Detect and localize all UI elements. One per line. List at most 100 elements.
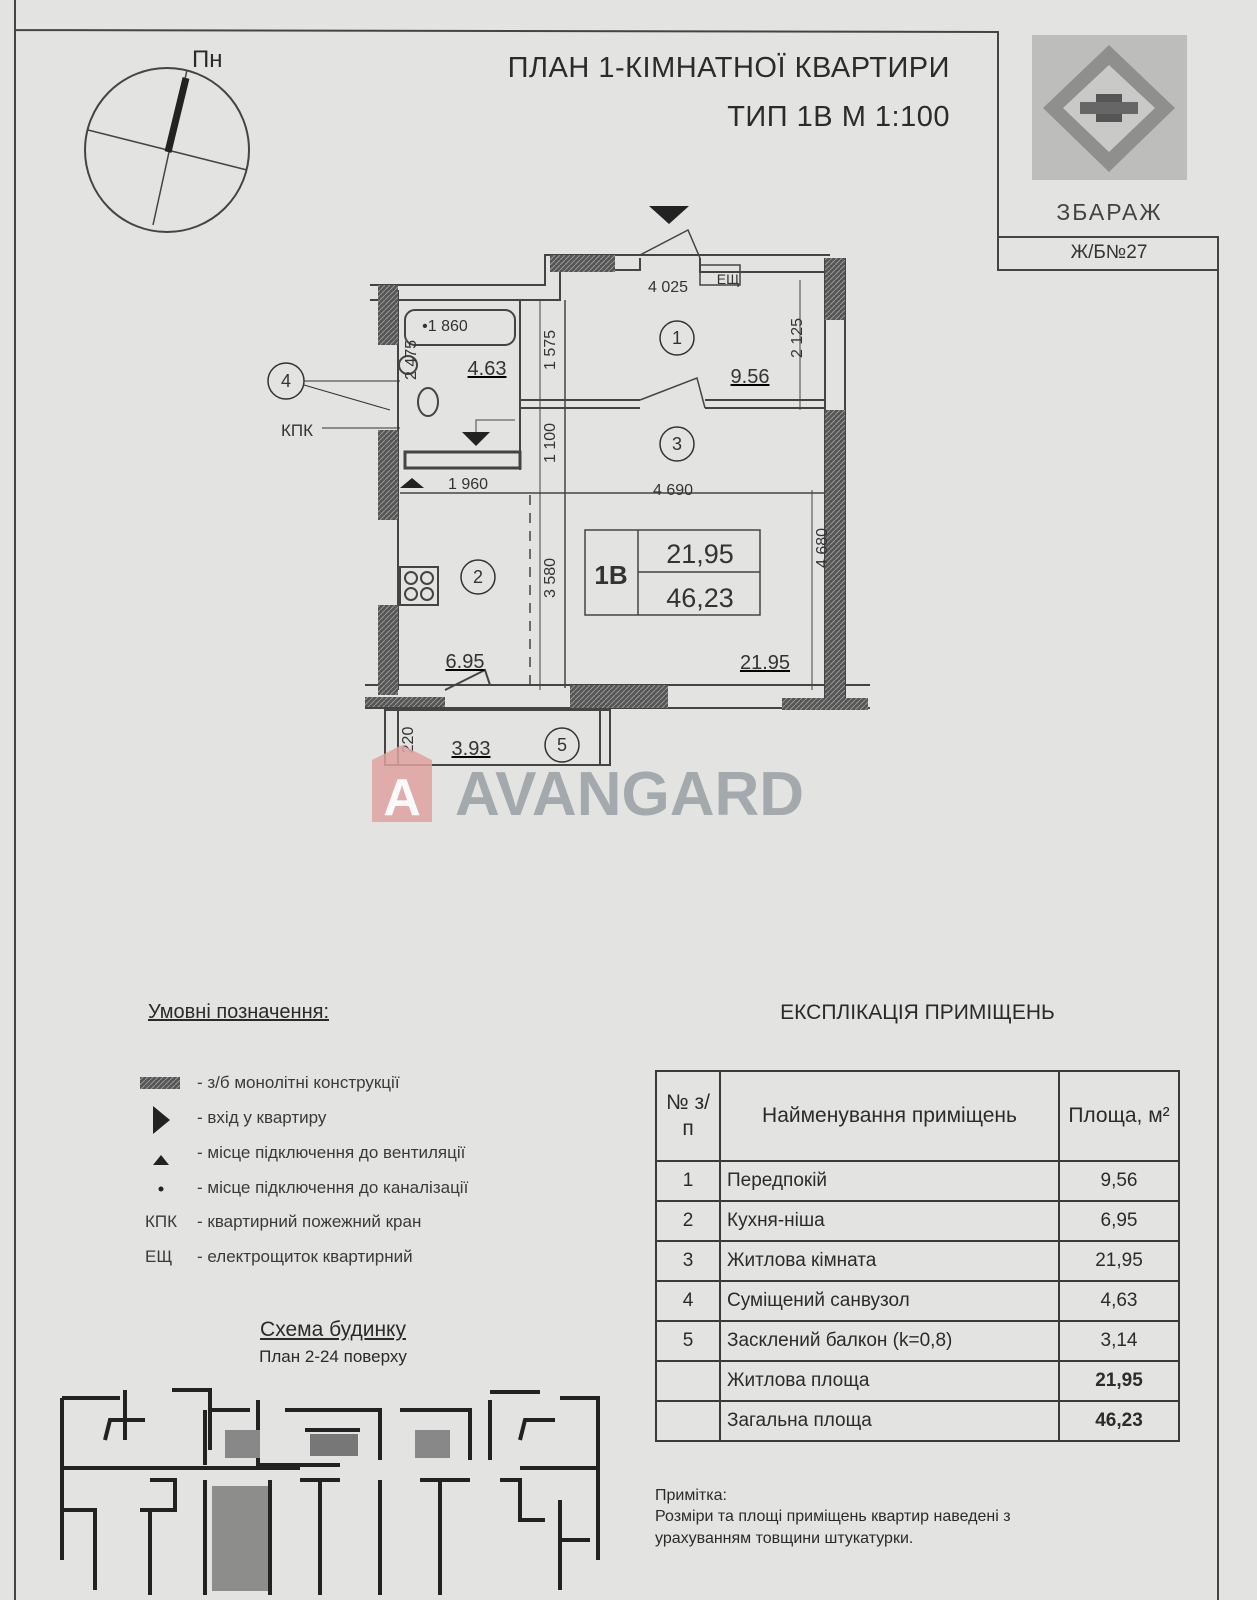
entrance-door-swing bbox=[639, 228, 701, 259]
dimension-1575: 1 575 bbox=[542, 330, 559, 370]
legend-item: - з/б монолітні конструкції bbox=[197, 1073, 400, 1092]
row-area: 21,95 bbox=[1058, 1240, 1180, 1282]
apartment-type: 1В bbox=[594, 560, 627, 590]
legend-item: - місце підключення до вентиляції bbox=[197, 1143, 466, 1162]
table-header-row: № з/п Найменування приміщень Площа, м² bbox=[655, 1070, 1180, 1162]
room-3-area: 21.95 bbox=[740, 652, 790, 674]
row-num: 4 bbox=[655, 1280, 721, 1322]
row-name: Передпокій bbox=[719, 1160, 1060, 1202]
bathtub-icon bbox=[404, 309, 516, 346]
ventilation-triangle-icon bbox=[462, 432, 490, 446]
room-number-5: 5 bbox=[557, 735, 567, 755]
sink-icon bbox=[398, 355, 418, 375]
row-num-empty bbox=[655, 1360, 721, 1402]
room-number-4: 4 bbox=[281, 371, 291, 391]
room-number-3: 3 bbox=[672, 434, 682, 454]
room-number-1: 1 bbox=[672, 328, 682, 348]
apartment-total-area: 46,23 bbox=[666, 583, 734, 613]
explication-title: ЕКСПЛІКАЦІЯ ПРИМІЩЕНЬ bbox=[780, 1001, 1055, 1024]
header-num: № з/п bbox=[655, 1070, 721, 1162]
legend-item: - квартирний пожежний кран bbox=[197, 1212, 422, 1231]
row-name: Суміщений санвузол bbox=[719, 1280, 1060, 1322]
row-name: Засклений балкон (k=0,8) bbox=[719, 1320, 1060, 1362]
legend-item: - електрощиток квартирний bbox=[197, 1247, 413, 1266]
note-line: Розміри та площі приміщень квартир навед… bbox=[655, 1508, 1011, 1525]
plan-subtitle: ТИП 1В М 1:100 bbox=[727, 101, 950, 133]
room-1-area: 9.56 bbox=[731, 366, 770, 388]
apartment-type-box: 1В 21,95 46,23 bbox=[584, 529, 761, 616]
row-num: 5 bbox=[655, 1320, 721, 1362]
row-num-empty bbox=[655, 1400, 721, 1442]
bath-dimension: •1 860 bbox=[422, 318, 468, 335]
total-name: Загальна площа bbox=[719, 1400, 1060, 1442]
dimension-4680: 4 680 bbox=[814, 528, 831, 568]
highlighted-apartment bbox=[212, 1486, 268, 1591]
building-code: Ж/Б№27 bbox=[1070, 242, 1148, 263]
scheme-title: Схема будинку bbox=[260, 1318, 406, 1341]
ventilation-triangle-icon bbox=[400, 478, 424, 488]
watermark-text: AVANGARD bbox=[455, 760, 804, 829]
row-area: 3,14 bbox=[1058, 1320, 1180, 1362]
stair-block bbox=[415, 1430, 450, 1458]
room-number-2: 2 bbox=[473, 567, 483, 587]
dimension-1100: 1 100 bbox=[542, 423, 559, 463]
plan-title: ПЛАН 1-КІМНАТНОЇ КВАРТИРИ bbox=[507, 52, 950, 84]
sewer-dot-icon bbox=[158, 1186, 164, 1192]
legend-item: - вхід у квартиру bbox=[197, 1108, 327, 1127]
total-area: 21,95 bbox=[1058, 1360, 1180, 1402]
dimension-3580: 3 580 bbox=[542, 558, 559, 598]
ventilation-icon bbox=[153, 1155, 169, 1165]
total-area: 46,23 bbox=[1058, 1400, 1180, 1442]
row-area: 9,56 bbox=[1058, 1160, 1180, 1202]
brand-ornament-logo bbox=[1032, 35, 1187, 180]
hatched-wall-icon bbox=[140, 1077, 180, 1089]
watermark-letter: A bbox=[383, 769, 421, 827]
north-compass-icon bbox=[84, 67, 250, 233]
dimension-4690: 4 690 bbox=[653, 482, 693, 499]
dimension-4025: 4 025 bbox=[648, 279, 688, 296]
legend-title: Умовні позначення: bbox=[148, 1001, 329, 1023]
row-name: Кухня-ніша bbox=[719, 1200, 1060, 1242]
apartment-living-area: 21,95 bbox=[666, 539, 734, 569]
header-area: Площа, м² bbox=[1058, 1070, 1180, 1162]
building-scheme bbox=[60, 1388, 600, 1595]
avangard-watermark: A AVANGARD bbox=[372, 745, 804, 829]
stove-icon bbox=[399, 566, 439, 606]
fire-tap-label: КПК bbox=[281, 421, 313, 440]
row-area: 6,95 bbox=[1058, 1200, 1180, 1242]
explication-table: № з/п Найменування приміщень Площа, м² 1… bbox=[655, 1070, 1180, 1442]
room-2-area: 6.95 bbox=[446, 651, 485, 673]
panel-label: ЕЩ bbox=[717, 271, 739, 287]
row-num: 1 bbox=[655, 1160, 721, 1202]
row-num: 3 bbox=[655, 1240, 721, 1282]
scheme-subtitle: План 2-24 поверху bbox=[259, 1347, 407, 1366]
dimension-2125: 2 125 bbox=[789, 318, 806, 358]
north-label: Пн bbox=[192, 46, 223, 73]
brand-name: ЗБАРАЖ bbox=[1056, 199, 1163, 225]
entrance-arrow-icon bbox=[153, 1106, 170, 1134]
watermark-logo-shape bbox=[372, 745, 432, 822]
total-name: Житлова площа bbox=[719, 1360, 1060, 1402]
dimension-2475: 2 475 bbox=[403, 340, 420, 380]
toilet-icon bbox=[417, 387, 439, 417]
row-name: Житлова кімната bbox=[719, 1240, 1060, 1282]
electrical-panel-icon bbox=[699, 264, 741, 286]
sheet-frame bbox=[14, 0, 1219, 1600]
legend-symbol: ЕЩ bbox=[145, 1247, 173, 1266]
row-num: 2 bbox=[655, 1200, 721, 1242]
room-number-circles bbox=[267, 320, 695, 763]
note-title: Примітка: bbox=[655, 1487, 727, 1504]
balcony bbox=[384, 709, 611, 766]
ventilation-leader-line bbox=[475, 419, 515, 432]
header-name: Найменування приміщень bbox=[719, 1070, 1060, 1162]
room-5-area: 3.93 bbox=[452, 738, 491, 760]
note-line: урахуванням товщини штукатурки. bbox=[655, 1530, 914, 1547]
